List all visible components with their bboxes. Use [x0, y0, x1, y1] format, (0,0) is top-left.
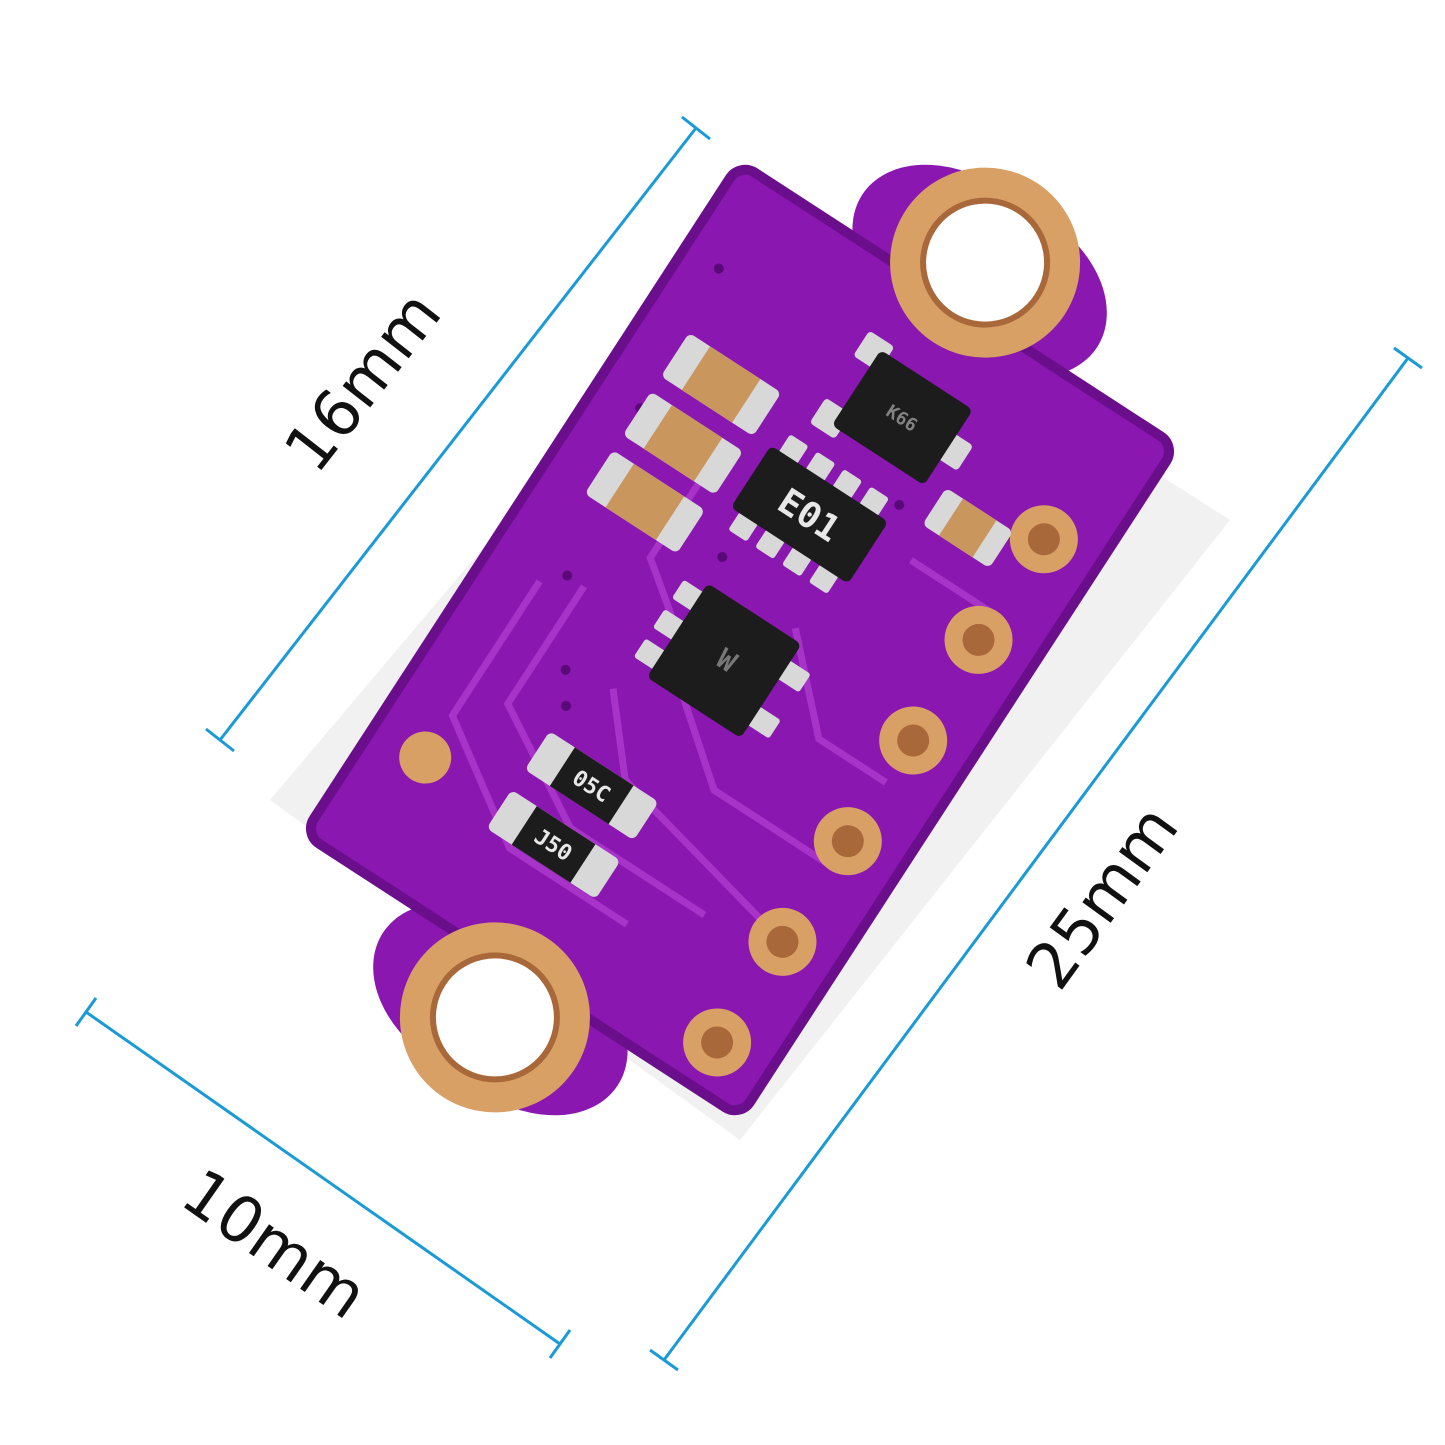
pin-pad: [813, 807, 882, 876]
pin-pad: [879, 706, 948, 775]
pin-pad: [748, 907, 817, 976]
capacitor: [625, 393, 741, 493]
resistor-05c: 05C: [526, 733, 657, 839]
ic-chip: W: [634, 580, 810, 738]
capacitor: [586, 452, 703, 552]
pin-pad: [1009, 505, 1078, 574]
resistor-j50: J50: [488, 792, 619, 897]
resistor-array: E01: [729, 435, 889, 593]
pin-header-pads: [683, 505, 1078, 1077]
capacitor: [924, 490, 1011, 566]
test-pad: [399, 731, 452, 784]
capacitor: [663, 335, 780, 434]
transistor-top: K66: [811, 332, 972, 483]
mounting-hole-top: [890, 167, 1081, 358]
pin-pad: [683, 1008, 752, 1077]
mounting-hole-bottom: [399, 922, 590, 1113]
pin-pad: [944, 605, 1013, 674]
capacitor-column: [586, 335, 1011, 566]
pcb-board: K66 E01: [305, 164, 1175, 1116]
pcb-vias: [560, 263, 1055, 711]
